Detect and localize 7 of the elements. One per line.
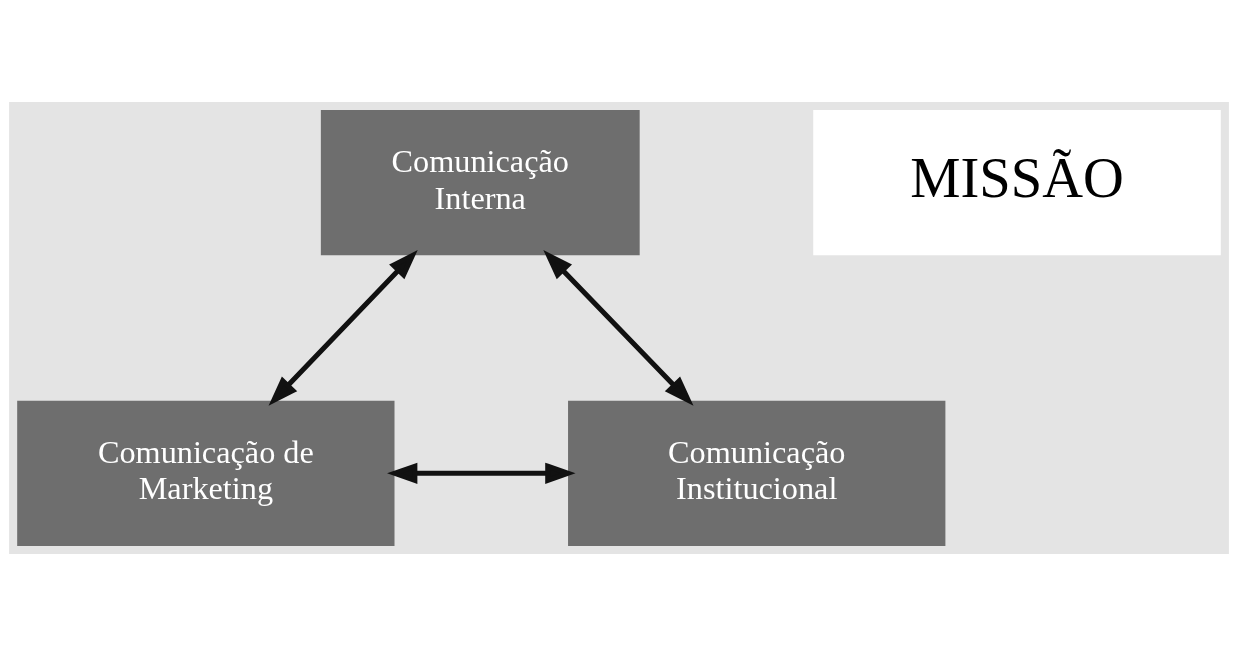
arrow [387, 462, 576, 484]
arrow [268, 249, 418, 406]
node-box: MISSÃO [813, 109, 1221, 255]
node-box: Comunicação Institucional [568, 400, 946, 546]
node-box: Comunicação Interna [320, 109, 640, 255]
arrow [543, 249, 694, 406]
node-box: Comunicação de Marketing [17, 400, 395, 546]
